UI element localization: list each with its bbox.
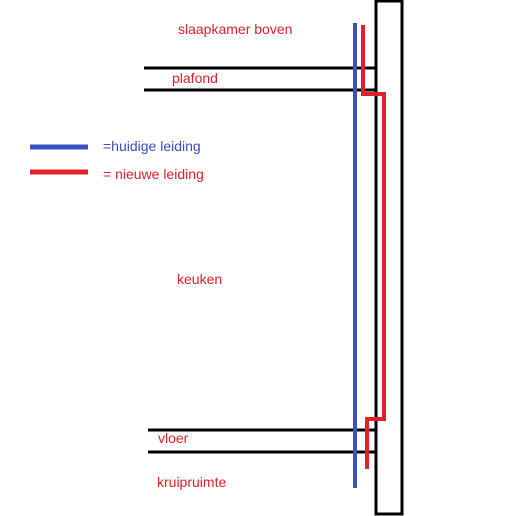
legend-new-label: = nieuwe leiding bbox=[103, 166, 204, 182]
new-pipe bbox=[361, 25, 386, 469]
label-kruipruimte: kruipruimte bbox=[157, 474, 226, 490]
wall bbox=[374, 0, 404, 516]
label-vloer: vloer bbox=[158, 430, 189, 446]
label-keuken: keuken bbox=[177, 271, 222, 287]
label-slaapkamer: slaapkamer boven bbox=[178, 21, 292, 37]
label-plafond: plafond bbox=[172, 70, 218, 86]
legend-current-label: =huidige leiding bbox=[103, 138, 201, 154]
